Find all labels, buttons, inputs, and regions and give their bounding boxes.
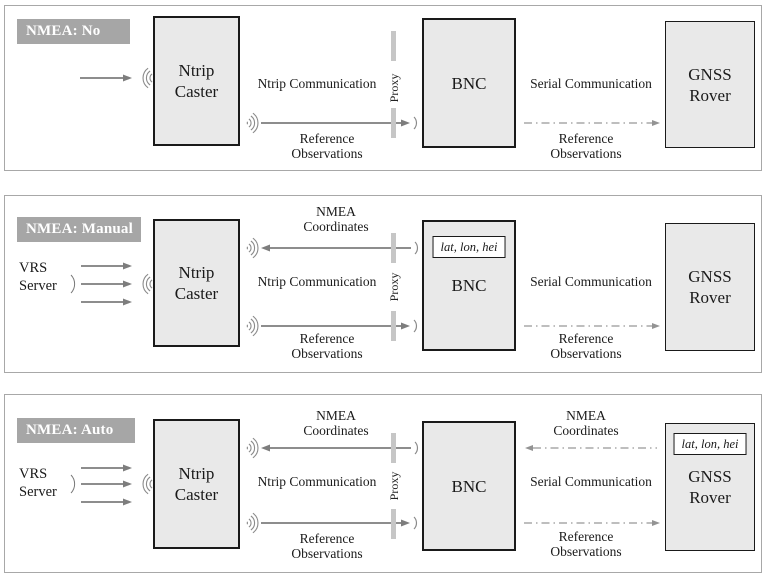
panel-nmea-no: NMEA: No Ntrip Caster Ntrip Communicatio…	[4, 5, 762, 171]
send-arc-icon	[414, 241, 419, 255]
reference-observations-label: Reference Observations	[550, 529, 622, 559]
bnc-node-label: BNC	[451, 276, 487, 295]
diagram-lines-layer	[80, 31, 660, 138]
arrowhead-into-rover	[652, 323, 660, 329]
receive-arc-icon	[413, 516, 418, 530]
gnss-rover-node: lat, lon, hei GNSS Rover	[665, 423, 755, 551]
proxy-bar	[391, 108, 396, 138]
vrs-arrowhead	[123, 280, 132, 288]
ntrip-caster-node: Ntrip Caster	[153, 16, 240, 146]
arrowhead-into-bnc-dashdot	[525, 445, 533, 451]
nmea-mode-badge: NMEA: Auto	[17, 418, 135, 443]
nmea-mode-badge: NMEA: Manual	[17, 217, 141, 242]
serial-communication-label: Serial Communication	[530, 76, 652, 91]
receive-arc-icon	[413, 319, 418, 333]
ntrip-communication-label: Ntrip Communication	[257, 474, 377, 489]
arrowhead-into-caster	[261, 244, 270, 252]
ntrip-caster-node: Ntrip Caster	[153, 219, 240, 347]
bnc-node: BNC	[422, 421, 516, 551]
vrs-arc-icon	[70, 274, 76, 294]
wifi-icon	[246, 237, 259, 259]
gnss-rover-node-label: GNSS Rover	[688, 467, 732, 507]
arrowhead-into-bnc	[401, 322, 410, 330]
vrs-arrowhead	[123, 498, 132, 506]
proxy-label: Proxy	[387, 471, 401, 501]
ntrip-communication-label: Ntrip Communication	[257, 274, 377, 289]
nmea-coordinates-label: NMEA Coordinates	[303, 204, 369, 234]
reference-observations-label: Reference Observations	[550, 131, 622, 161]
receive-arc-icon	[413, 116, 418, 130]
proxy-bar	[391, 31, 396, 61]
vrs-arrowhead	[123, 298, 132, 306]
proxy-bar	[391, 311, 396, 341]
gnss-rover-node: GNSS Rover	[665, 223, 755, 351]
nmea-coordinates-label: NMEA Coordinates	[553, 408, 619, 438]
arrowhead-into-bnc	[401, 119, 410, 127]
proxy-bar	[391, 433, 396, 463]
arrowhead-into-bnc	[401, 519, 410, 527]
proxy-label: Proxy	[387, 73, 401, 103]
proxy-bar	[391, 233, 396, 263]
panel-nmea-auto: NMEA: Auto VRS Server Ntrip Caster NMEA …	[4, 394, 762, 573]
gnss-rover-node: GNSS Rover	[665, 21, 755, 148]
proxy-bar	[391, 509, 396, 539]
nmea-coordinates-label: NMEA Coordinates	[303, 408, 369, 438]
wifi-icon	[246, 437, 259, 459]
vrs-server-label: VRS Server	[19, 260, 57, 294]
send-arc-icon	[414, 441, 419, 455]
arrowhead-into-rover	[652, 520, 660, 526]
wifi-icon	[246, 112, 259, 134]
bnc-node: lat, lon, hei BNC	[422, 220, 516, 351]
arrowhead-into-caster	[261, 444, 270, 452]
panel-nmea-manual: NMEA: Manual VRS Server Ntrip Caster NME…	[4, 195, 762, 373]
vrs-server-label: VRS Server	[19, 466, 57, 500]
proxy-label: Proxy	[387, 272, 401, 302]
reference-observations-label: Reference Observations	[291, 531, 363, 561]
diagram-lines-layer	[70, 233, 660, 341]
vrs-arrowhead	[123, 262, 132, 270]
vrs-arrowhead	[123, 464, 132, 472]
reference-observations-label: Reference Observations	[291, 331, 363, 361]
coords-box: lat, lon, hei	[673, 433, 747, 455]
vrs-arc-icon	[70, 474, 76, 494]
coords-box: lat, lon, hei	[432, 236, 506, 258]
vrs-arrowhead	[123, 480, 132, 488]
nmea-mode-badge: NMEA: No	[17, 19, 130, 44]
reference-observations-label: Reference Observations	[550, 331, 622, 361]
reference-observations-label: Reference Observations	[291, 131, 363, 161]
ntrip-communication-label: Ntrip Communication	[257, 76, 377, 91]
wifi-icon	[246, 315, 259, 337]
wifi-icon	[246, 512, 259, 534]
serial-communication-label: Serial Communication	[530, 274, 652, 289]
ntrip-caster-node: Ntrip Caster	[153, 419, 240, 549]
serial-communication-label: Serial Communication	[530, 474, 652, 489]
arrowhead-into-rover	[652, 120, 660, 126]
bnc-node: BNC	[422, 18, 516, 148]
arrowhead-into-caster	[123, 74, 132, 82]
